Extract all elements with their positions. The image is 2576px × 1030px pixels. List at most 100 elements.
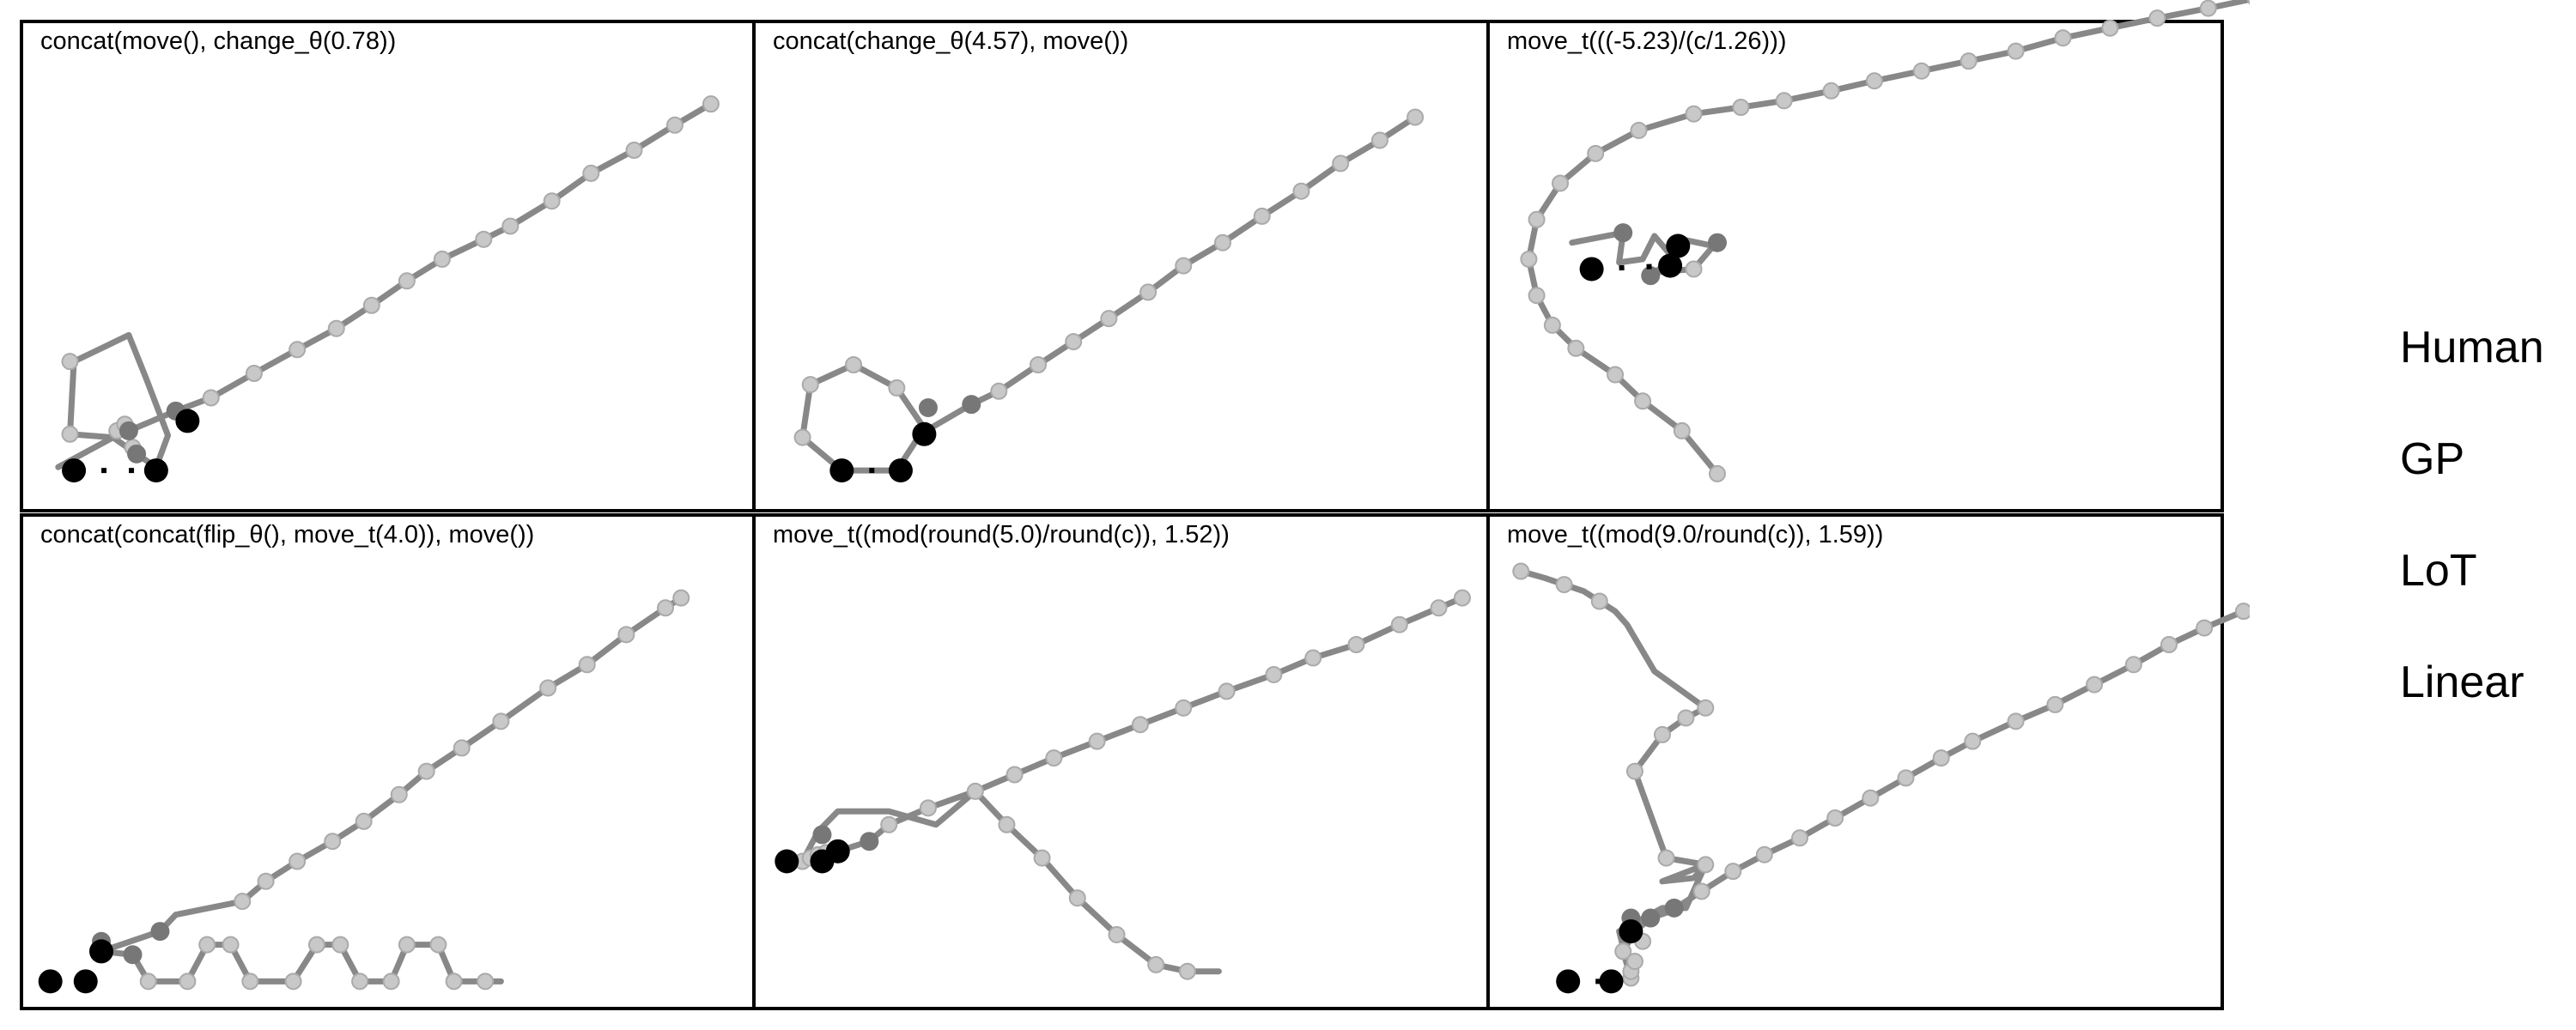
trajectory-point: [475, 230, 493, 248]
trajectory-point: [1677, 709, 1695, 727]
trajectory-point: [1068, 889, 1086, 907]
trajectory-point: [672, 589, 690, 607]
trajectory-point: [202, 389, 220, 407]
trajectory-point: [222, 936, 240, 954]
trajectory-point: [1897, 769, 1915, 787]
observed-point: [62, 458, 87, 483]
trajectory-point: [139, 972, 157, 991]
trajectory-point: [1826, 809, 1844, 827]
trajectory-point: [1131, 716, 1149, 734]
observed-point: [1599, 969, 1624, 994]
trajectory-point: [1708, 464, 1726, 482]
observed-point: [73, 969, 98, 994]
trajectory-point: [888, 379, 906, 397]
trajectory-panel: concat(change_θ(4.57), move()): [752, 20, 1490, 512]
trajectory-point: [1100, 310, 1118, 328]
trajectory-point: [234, 893, 252, 911]
trajectory-point: [1692, 882, 1710, 900]
trajectory-point: [1304, 649, 1322, 667]
trajectory-point: [2148, 9, 2166, 27]
trajectory-panel: move_t((mod(9.0/round(c)), 1.59)): [1486, 513, 2250, 1010]
trajectory-point: [1567, 339, 1585, 357]
trajectory-point: [1587, 144, 1605, 162]
observed-point: [143, 458, 168, 483]
trajectory-panel-grid: concat(move(), change_θ(0.78)) concat(cha…: [20, 0, 2250, 1010]
trajectory-point: [1634, 392, 1652, 410]
predicted-point: [127, 444, 147, 464]
trajectory-point: [1912, 62, 1930, 80]
trajectory-point: [1555, 576, 1573, 594]
trajectory-point: [390, 785, 408, 803]
trajectory-point: [324, 833, 342, 851]
trajectory-point: [445, 972, 463, 991]
trajectory-point: [1791, 829, 1809, 847]
predicted-point: [812, 825, 832, 845]
trajectory-local-path: [1569, 229, 1716, 276]
trajectory-point: [433, 250, 451, 268]
trajectory-point: [382, 972, 400, 991]
panel-frame: [20, 513, 756, 1010]
panel-frame: [20, 20, 756, 512]
trajectory-point: [1630, 121, 1648, 139]
trajectory-point: [1175, 699, 1193, 717]
trajectory-point: [289, 341, 307, 359]
trajectory-point: [1865, 72, 1883, 90]
trajectory-point: [919, 799, 937, 817]
observed-point: [1658, 253, 1683, 278]
trajectory-point: [1065, 333, 1083, 351]
predicted-point: [1641, 266, 1661, 286]
trajectory-point: [2196, 619, 2214, 637]
predicted-point: [1664, 898, 1684, 918]
trajectory-point: [1370, 131, 1388, 149]
predicted-point: [962, 395, 981, 415]
legend-label-gp: GP: [2400, 434, 2465, 484]
predicted-point: [1613, 223, 1633, 243]
trajectory-point: [1775, 92, 1793, 110]
trajectory-point: [1390, 615, 1408, 633]
observed-point: [912, 421, 937, 446]
panel-title: move_t(((-5.23)/(c/1.26))): [1507, 27, 1787, 55]
trajectory-point: [1625, 953, 1643, 971]
trajectory-point: [1005, 766, 1024, 784]
panel-title: concat(change_θ(4.57), move()): [773, 27, 1128, 55]
trajectory-point: [289, 852, 307, 870]
observed-point: [175, 409, 200, 433]
panel-frame: [1486, 513, 2224, 1010]
trajectory-point: [998, 815, 1016, 833]
observed-point: [1556, 969, 1581, 994]
trajectory-point: [990, 382, 1008, 400]
trajectory-point: [477, 972, 495, 991]
panel-title: move_t((mod(9.0/round(c)), 1.59)): [1507, 521, 1883, 548]
trajectory-point: [398, 936, 416, 954]
trajectory-point: [845, 356, 863, 373]
trajectory-point: [2101, 19, 2119, 37]
trajectory-point: [582, 164, 600, 182]
trajectory-point: [1528, 287, 1546, 305]
trajectory-point: [1512, 562, 1530, 580]
trajectory-point: [284, 972, 302, 991]
trajectory-point: [2199, 0, 2217, 17]
trajectory-panel: concat(concat(flip_θ(), move_t(4.0)), mo…: [20, 513, 756, 1010]
trajectory-panel: concat(move(), change_θ(0.78)): [20, 20, 756, 512]
observed-point: [89, 939, 113, 964]
trajectory-point: [1614, 942, 1632, 960]
trajectory-point: [801, 376, 819, 394]
trajectory-point: [966, 782, 984, 800]
trajectory-point: [2007, 42, 2025, 60]
trajectory-point: [179, 972, 197, 991]
trajectory-point: [1755, 845, 1773, 863]
predicted-point: [918, 398, 938, 417]
trajectory-point: [1147, 955, 1165, 973]
observed-point: [825, 839, 850, 863]
trajectory-point: [1265, 665, 1283, 683]
trajectory-point: [880, 815, 898, 833]
trajectory-point: [257, 872, 275, 890]
trajectory-point: [351, 972, 369, 991]
observed-point: [775, 849, 799, 874]
trajectory-point: [1088, 732, 1106, 750]
trajectory-point: [1697, 856, 1715, 874]
trajectory-point: [1964, 732, 1982, 750]
panel-frame: [752, 20, 1490, 512]
legend-label-linear: Linear: [2400, 657, 2524, 707]
trajectory-point: [1178, 962, 1196, 980]
